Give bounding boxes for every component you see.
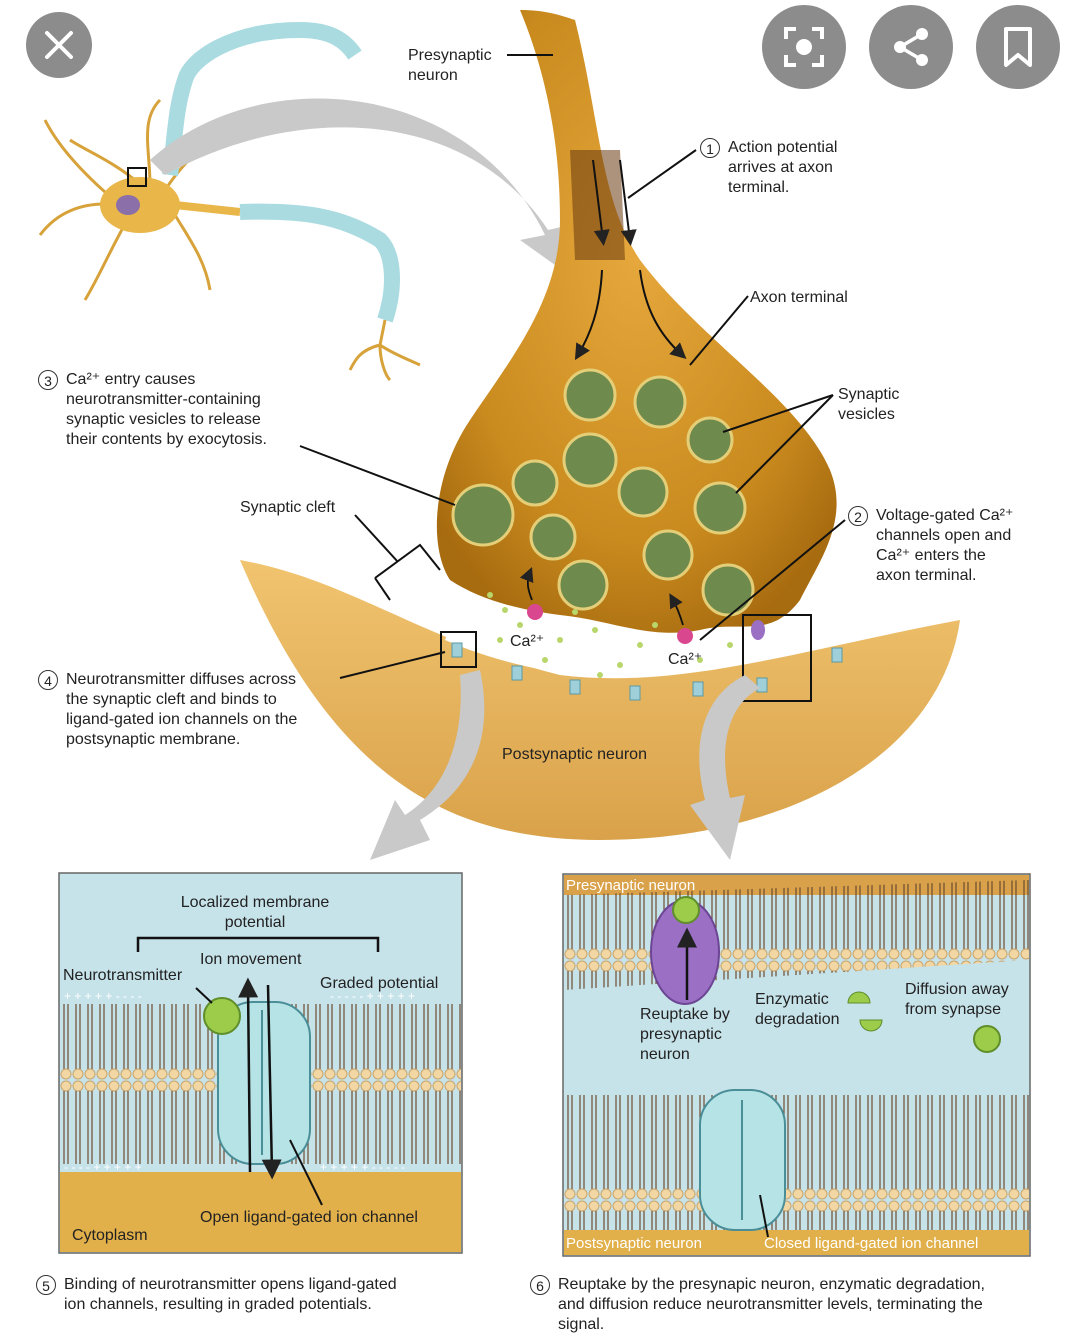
synaptic-vesicles-label: Synaptic vesicles [838, 386, 900, 423]
step-number: 2 [848, 506, 868, 526]
cytoplasm-label: Cytoplasm [72, 1227, 148, 1244]
bookmark-icon [1004, 27, 1032, 67]
postsynaptic-neuron-shape [240, 560, 960, 840]
step-number: 4 [38, 670, 58, 690]
step-1: 1 Action potential arrives at axon termi… [700, 138, 837, 198]
open-channel-label: Open ligand-gated ion channel [200, 1209, 418, 1226]
leader-lines [299, 54, 846, 679]
charges-top-right: - - - - - + + + + + [330, 989, 416, 1003]
diffusion-label: Diffusion away from synapse [905, 981, 1009, 1018]
step-text: Action potential arrives at axon termina… [728, 139, 838, 196]
closed-channel-label: Closed ligand-gated ion channel [764, 1235, 979, 1252]
ca-channel-left [527, 604, 543, 620]
step-number: 6 [530, 1275, 550, 1295]
presynaptic-neuron-panel-label: Presynaptic neuron [566, 877, 696, 894]
synaptic-cleft-label: Synaptic cleft [240, 499, 336, 516]
ca-ion-label-2: Ca²⁺ [668, 651, 703, 668]
zoom-arrow-left [370, 670, 485, 860]
charges-top-left: + + + + + - - - - [64, 989, 142, 1003]
step-number: 1 [700, 138, 720, 158]
lens-button[interactable] [762, 5, 846, 89]
postsynaptic-neuron-label: Postsynaptic neuron [502, 746, 647, 763]
charges-bottom-right: + + + + + - - - - - [320, 1160, 406, 1174]
step-number: 3 [38, 370, 58, 390]
action-potential-arrows [574, 159, 687, 361]
step-text: Binding of neurotransmitter opens ligand… [64, 1276, 397, 1313]
step-5: 5 Binding of neurotransmitter opens liga… [36, 1275, 397, 1315]
neuron-illustration [38, 21, 421, 382]
close-button[interactable] [26, 12, 92, 78]
zoom-arrow [150, 98, 570, 265]
step-3: 3 Ca²⁺ entry causes neurotransmitter-con… [38, 370, 267, 450]
step-text: Reuptake by the presynapic neuron, enzym… [558, 1276, 985, 1333]
bookmark-button[interactable] [976, 5, 1060, 89]
share-icon [894, 28, 928, 66]
localized-membrane-label: Localized membrane potential [180, 894, 330, 931]
postsynaptic-neuron-panel-label: Postsynaptic neuron [566, 1235, 702, 1252]
step-text: Voltage-gated Ca²⁺ channels open and Ca²… [876, 507, 1014, 584]
step-2: 2 Voltage-gated Ca²⁺ channels open and C… [848, 506, 1013, 586]
enzymatic-degradation-label: Enzymatic degradation [755, 991, 840, 1028]
ca-channel-right [677, 628, 693, 644]
axon-terminal-label: Axon terminal [750, 289, 848, 306]
neurotransmitter-dots [487, 592, 733, 678]
reuptake-transporter [751, 620, 765, 640]
panel-5-ion-channel [58, 872, 463, 1254]
step-text: Neurotransmitter diffuses across the syn… [66, 671, 298, 748]
presynaptic-neuron-label: Presynaptic neuron [408, 47, 492, 84]
ion-movement-label: Ion movement [200, 951, 302, 968]
close-icon [45, 31, 73, 59]
charges-bottom-left: - - - - + + + + + [64, 1160, 142, 1174]
step-4: 4 Neurotransmitter diffuses across the s… [38, 670, 297, 750]
ligand-gated-receptors [451, 642, 843, 701]
step-text: Ca²⁺ entry causes neurotransmitter-conta… [66, 371, 267, 448]
graded-potential-label: Graded potential [320, 975, 439, 992]
share-button[interactable] [869, 5, 953, 89]
step-number: 5 [36, 1275, 56, 1295]
panel-6-reuptake [562, 873, 1031, 1257]
step-6: 6 Reuptake by the presynapic neuron, enz… [530, 1275, 985, 1335]
neurotransmitter-label: Neurotransmitter [63, 967, 183, 984]
lens-icon [784, 27, 824, 67]
zoom-arrow-right [690, 675, 760, 860]
synaptic-vesicles [451, 368, 755, 617]
reuptake-label: Reuptake by presynaptic neuron [640, 1006, 730, 1063]
ca-ion-label-1: Ca²⁺ [510, 633, 545, 650]
